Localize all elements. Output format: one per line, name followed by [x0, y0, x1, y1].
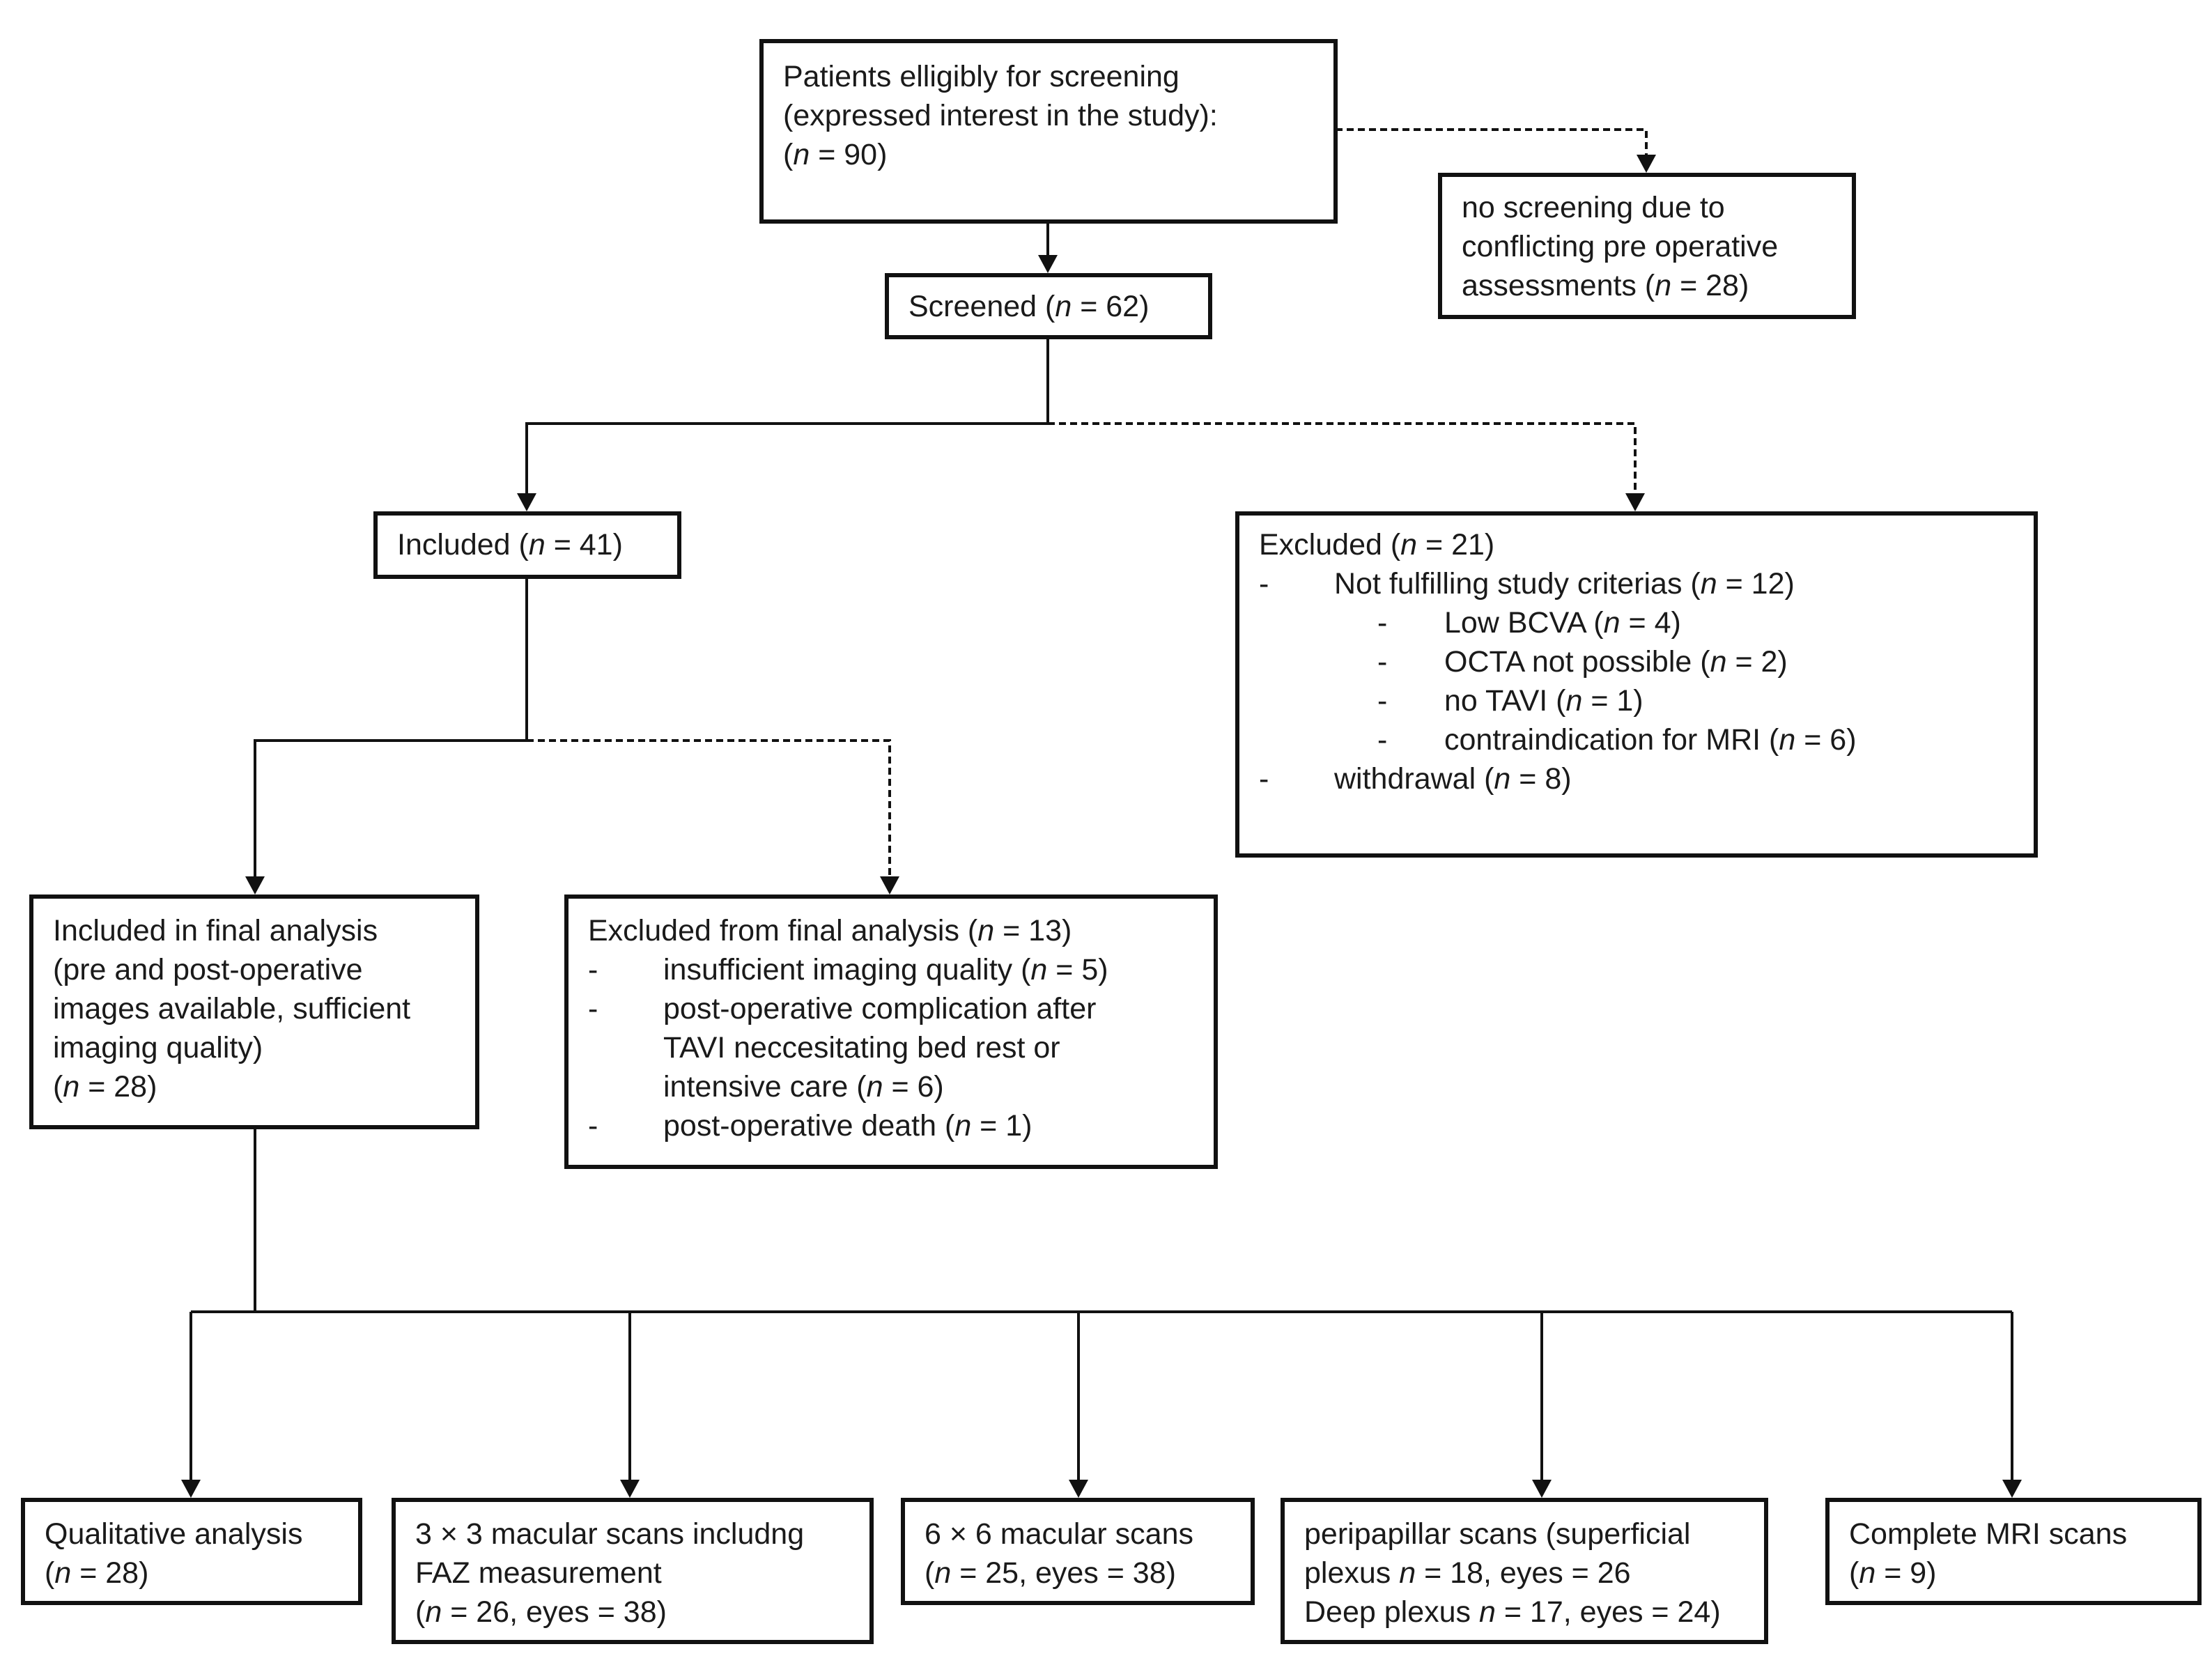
box-final-included: Included in final analysis (pre and post… [29, 895, 479, 1129]
arrowhead [2002, 1480, 2022, 1498]
arrowhead [1038, 255, 1058, 273]
no-screening-line: conflicting pre operative [1462, 230, 1779, 263]
eligible-line: (expressed interest in the study): [783, 99, 1218, 132]
arrowhead [181, 1480, 201, 1498]
final-included-line: imaging quality) [53, 1031, 263, 1064]
arrowhead [880, 876, 899, 895]
box-macular6: 6 × 6 macular scans (n = 25, eyes = 38) [901, 1498, 1255, 1605]
final-excluded-item-text: post-operative complication after [663, 992, 1097, 1025]
box-no-screening: no screening due to conflicting pre oper… [1438, 173, 1856, 319]
final-excluded-item-text: intensive care (n = 6) [663, 1070, 944, 1103]
excluded-subitem: - no TAVI (n = 1) [1259, 681, 2014, 720]
excluded-item: - withdrawal (n = 8) [1259, 759, 2014, 798]
excluded-item-text: Not fulfilling study criterias (n = 12) [1334, 567, 1795, 601]
macular3-line: FAZ measurement [415, 1556, 662, 1590]
box-screened: Screened (n = 62) [885, 273, 1212, 339]
list-dash: - [1377, 723, 1388, 757]
box-macular3: 3 × 3 macular scans includng FAZ measure… [392, 1498, 874, 1644]
list-dash: - [1377, 645, 1388, 679]
arrow-to-excluded [1048, 422, 1637, 496]
arrowhead [1532, 1480, 1552, 1498]
arrowhead [1637, 155, 1656, 173]
final-excluded-item-text: post-operative death (n = 1) [663, 1109, 1032, 1143]
excluded-subitem-text: OCTA not possible (n = 2) [1444, 645, 1788, 679]
macular6-line: (n = 25, eyes = 38) [925, 1556, 1176, 1590]
box-included: Included (n = 41) [373, 511, 681, 579]
list-dash: - [1259, 567, 1269, 601]
box-final-excluded: Excluded from final analysis (n = 13) - … [564, 895, 1218, 1169]
list-dash: - [1377, 606, 1388, 640]
excluded-title: Excluded (n = 21) [1259, 528, 1495, 562]
screened-text: Screened (n = 62) [908, 290, 1150, 323]
final-included-line: (pre and post-operative [53, 953, 363, 986]
excluded-subitem-text: no TAVI (n = 1) [1444, 684, 1643, 718]
arrowhead [1069, 1480, 1088, 1498]
no-screening-line: no screening due to [1462, 191, 1725, 224]
final-included-line: images available, sufficient [53, 992, 411, 1025]
qualitative-line: Qualitative analysis [45, 1517, 303, 1551]
box-qualitative: Qualitative analysis (n = 28) [21, 1498, 362, 1605]
arrowhead [1625, 493, 1645, 511]
macular6-line: 6 × 6 macular scans [925, 1517, 1193, 1551]
excluded-subitem: - OCTA not possible (n = 2) [1259, 642, 2014, 681]
box-mri: Complete MRI scans (n = 9) [1825, 1498, 2202, 1605]
box-eligible: Patients elligibly for screening (expres… [759, 39, 1338, 224]
box-peripapillar: peripapillar scans (superficial plexus n… [1281, 1498, 1768, 1644]
arrowhead [245, 876, 265, 895]
final-excluded-item-text: TAVI neccesitating bed rest or [663, 1031, 1060, 1064]
final-excluded-title: Excluded from final analysis (n = 13) [588, 914, 1072, 947]
box-excluded: Excluded (n = 21) - Not fulfilling study… [1235, 511, 2038, 858]
peripapillar-line: plexus n = 18, eyes = 26 [1304, 1556, 1631, 1590]
list-dash: - [1377, 684, 1388, 718]
peripapillar-line: peripapillar scans (superficial [1304, 1517, 1691, 1551]
arrow-to-included [525, 422, 1048, 496]
excluded-item-text: withdrawal (n = 8) [1334, 762, 1572, 796]
mri-line: (n = 9) [1849, 1556, 1937, 1590]
arrowhead [517, 493, 536, 511]
list-dash: - [1259, 762, 1269, 796]
final-included-line: (n = 28) [53, 1070, 157, 1103]
arrow-eligible-to-no-screening [1336, 128, 1648, 157]
qualitative-line: (n = 28) [45, 1556, 149, 1590]
list-dash: - [588, 1109, 598, 1143]
final-excluded-item: - post-operative death (n = 1) [588, 1106, 1194, 1145]
eligible-line: Patients elligibly for screening [783, 60, 1180, 93]
final-included-line: Included in final analysis [53, 914, 378, 947]
arrow-to-final-excluded [527, 739, 891, 879]
included-text: Included (n = 41) [397, 528, 623, 562]
list-dash: - [588, 992, 598, 1025]
macular3-line: 3 × 3 macular scans includng [415, 1517, 805, 1551]
list-dash: - [588, 953, 598, 986]
mri-line: Complete MRI scans [1849, 1517, 2128, 1551]
peripapillar-line: Deep plexus n = 17, eyes = 24) [1304, 1595, 1721, 1629]
arrowhead [620, 1480, 640, 1498]
excluded-subitem: - contraindication for MRI (n = 6) [1259, 720, 2014, 759]
arrow-to-final-included [254, 739, 527, 879]
final-excluded-item: - post-operative complication after TAVI… [588, 989, 1194, 1106]
no-screening-line: assessments (n = 28) [1462, 269, 1749, 302]
macular3-line: (n = 26, eyes = 38) [415, 1595, 667, 1629]
final-excluded-item-text: insufficient imaging quality (n = 5) [663, 953, 1108, 986]
eligible-count: (n = 90) [783, 138, 888, 171]
final-excluded-item: - insufficient imaging quality (n = 5) [588, 950, 1194, 989]
excluded-subitem-text: contraindication for MRI (n = 6) [1444, 723, 1857, 757]
excluded-subitem-text: Low BCVA (n = 4) [1444, 606, 1681, 640]
excluded-item: - Not fulfilling study criterias (n = 12… [1259, 564, 2014, 603]
excluded-subitem: - Low BCVA (n = 4) [1259, 603, 2014, 642]
